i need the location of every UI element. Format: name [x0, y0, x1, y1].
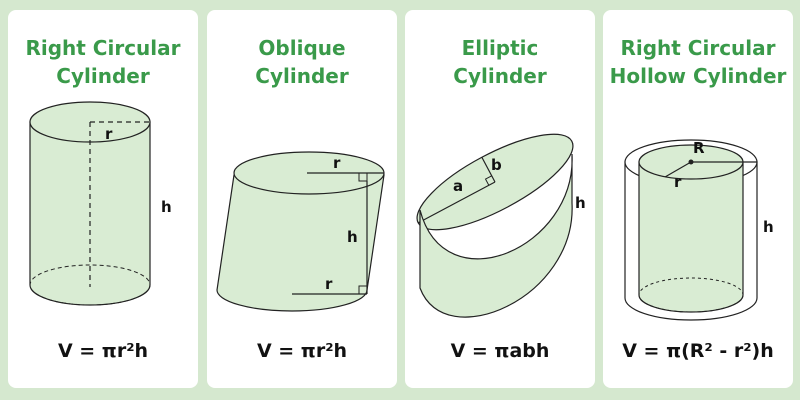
- cylinder-body: [419, 153, 573, 318]
- title-line-2: Cylinder: [56, 64, 150, 88]
- height-label: h: [575, 194, 586, 212]
- height-label: h: [763, 218, 774, 236]
- height-label: h: [347, 228, 358, 246]
- volume-formula: V = πr²h: [57, 340, 149, 362]
- card-elliptic-cylinder: Elliptic Cylinder a b h V = πabh: [405, 10, 595, 388]
- semi-axis-a-line: [417, 181, 496, 224]
- outer-radius-label: R: [693, 139, 705, 157]
- title-line-2: Hollow Cylinder: [609, 64, 787, 88]
- card-title: Oblique Cylinder: [207, 34, 397, 90]
- oblique-cylinder-figure: r h r: [216, 151, 385, 312]
- title-line-1: Elliptic: [461, 36, 539, 60]
- top-right-angle-mark: [358, 173, 368, 182]
- height-label: h: [161, 198, 172, 216]
- card-right-circular-cylinder: Right Circular Cylinder r h V = πr²h: [8, 10, 198, 388]
- bottom-radius-label: r: [325, 275, 333, 293]
- center-point: [688, 159, 694, 165]
- inner-bottom-back-arc: [638, 277, 744, 313]
- card-right-circular-hollow-cylinder: Right Circular Hollow Cylinder R r h V =…: [603, 10, 793, 388]
- title-line-1: Right Circular: [620, 36, 776, 60]
- right-circular-cylinder-figure: r h: [29, 101, 172, 306]
- inner-radius-label: r: [674, 173, 682, 191]
- card-title: Right Circular Cylinder: [8, 34, 198, 90]
- title-line-2: Cylinder: [453, 64, 547, 88]
- card-oblique-cylinder: Oblique Cylinder r h r V = πr²h: [207, 10, 397, 388]
- volume-formula: V = π(R² - r²)h: [622, 340, 774, 362]
- card-title: Elliptic Cylinder: [405, 34, 595, 90]
- volume-formula: V = πr²h: [256, 340, 348, 362]
- inner-cylinder-body: [638, 161, 744, 313]
- top-radius-label: r: [333, 154, 341, 172]
- right-angle-mark: [484, 175, 492, 186]
- semi-axis-b-line: [481, 156, 496, 183]
- elliptic-cylinder-figure: a b h: [416, 133, 586, 318]
- title-line-1: Right Circular: [25, 36, 181, 60]
- volume-formula: V = πabh: [450, 340, 550, 362]
- bottom-back-arc: [29, 264, 151, 306]
- bottom-right-angle-mark: [358, 285, 367, 294]
- hollow-cylinder-figure: R r h: [624, 139, 774, 321]
- title-line-2: Cylinder: [255, 64, 349, 88]
- cylinder-body: [216, 174, 385, 312]
- semi-axis-b-label: b: [491, 156, 502, 174]
- title-line-1: Oblique: [258, 36, 346, 60]
- card-title: Right Circular Hollow Cylinder: [603, 34, 793, 90]
- radius-label: r: [105, 125, 113, 143]
- inner-radius-line: [664, 161, 692, 178]
- semi-axis-a-label: a: [453, 177, 463, 195]
